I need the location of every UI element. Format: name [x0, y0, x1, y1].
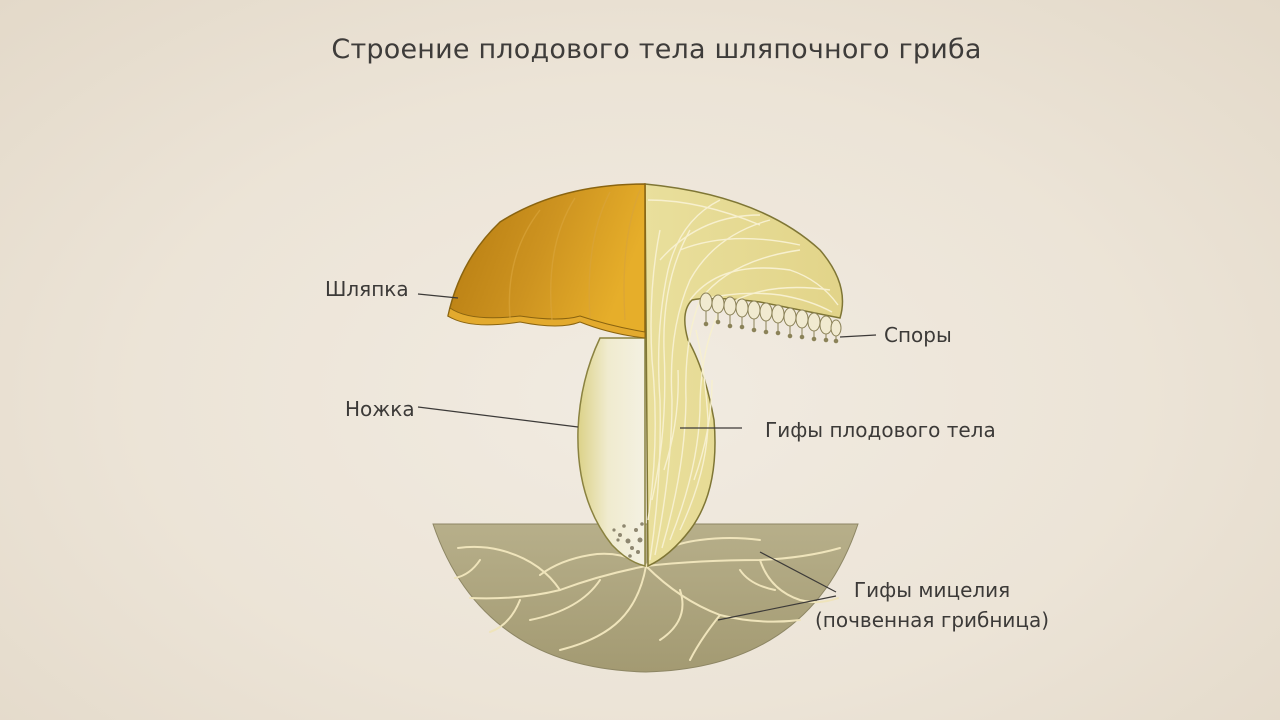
stem-label: Ножка — [345, 397, 415, 421]
leader-cap — [417, 293, 459, 299]
diagram-title: Строение плодового тела шляпочного гриба — [331, 34, 982, 65]
spores-label: Споры — [884, 323, 952, 347]
stem-base-texture — [612, 522, 644, 558]
fruiting-body-section — [644, 183, 844, 568]
fruiting-body-hyphae-lines — [647, 199, 839, 561]
spore-fringe — [699, 292, 842, 337]
cap-rim — [447, 307, 646, 339]
stem-left-half — [577, 337, 646, 567]
fruiting-body-hyphae-label: Гифы плодового тела — [765, 418, 996, 442]
leader-stem — [417, 406, 579, 428]
spores — [703, 311, 839, 344]
cap-left-half — [447, 183, 646, 337]
leader-mycelium-1 — [759, 551, 837, 593]
cap-sheen — [508, 189, 641, 321]
mycelium-label: Гифы мицелия (почвенная грибница) — [815, 575, 1049, 635]
leader-mycelium-2 — [717, 595, 837, 621]
mycelium-label-line2: (почвенная грибница) — [815, 608, 1050, 632]
mycelium-label-line1: Гифы мицелия — [853, 578, 1011, 602]
cap-label: Шляпка — [325, 277, 409, 301]
leader-lines — [417, 293, 877, 621]
leader-spores — [839, 334, 877, 338]
